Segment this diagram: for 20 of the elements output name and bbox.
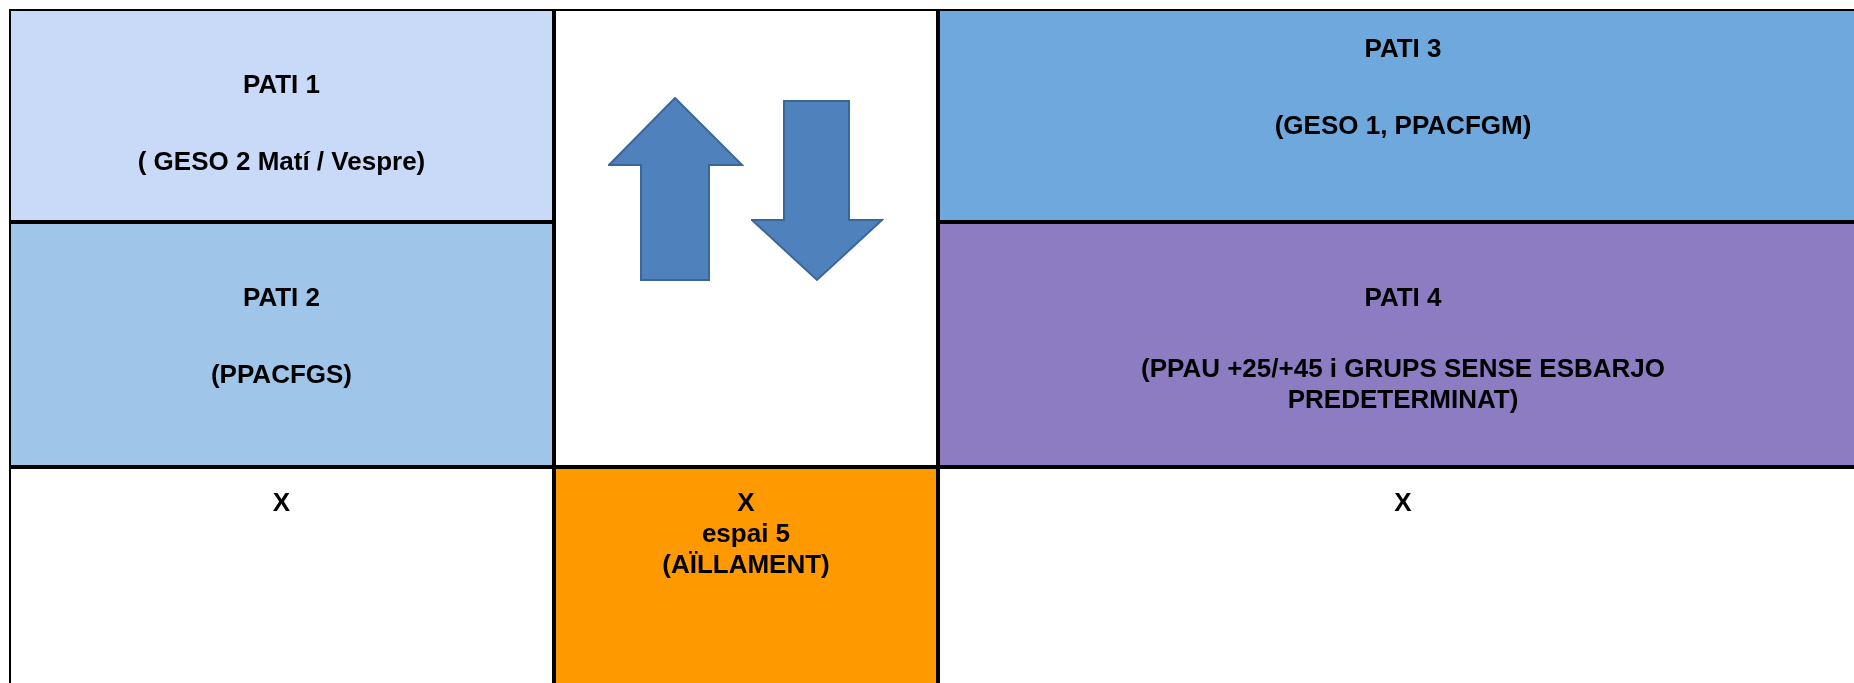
cell-text: ( GESO 2 Matí / Vespre) [136,146,427,177]
table-cell [938,222,1854,467]
table-cell [9,9,554,222]
cell-text: (GESO 1, PPACFGM) [1273,110,1533,141]
table-cell [9,222,554,467]
cell-text: (AÏLLAMENT) [661,549,831,580]
cell-heading: PATI 1 [241,69,322,100]
cell-heading: PATI 4 [1363,282,1443,313]
cell-text: espai 5 [700,518,792,549]
cell-heading: X [1393,487,1413,518]
cell-text: (PPACFGS) [209,359,354,390]
cell-heading: PATI 3 [1363,33,1443,64]
cell-text: (PPAU +25/+45 i GRUPS SENSE ESBARJO PREDETERMINAT) [1139,353,1666,415]
table-cell [938,467,1854,683]
table-cell [554,467,938,683]
cell-heading: X [271,487,292,518]
table-cell [9,467,554,683]
table-cell [938,9,1854,222]
cell-heading: PATI 2 [241,282,322,313]
cell-heading: X [736,487,756,518]
